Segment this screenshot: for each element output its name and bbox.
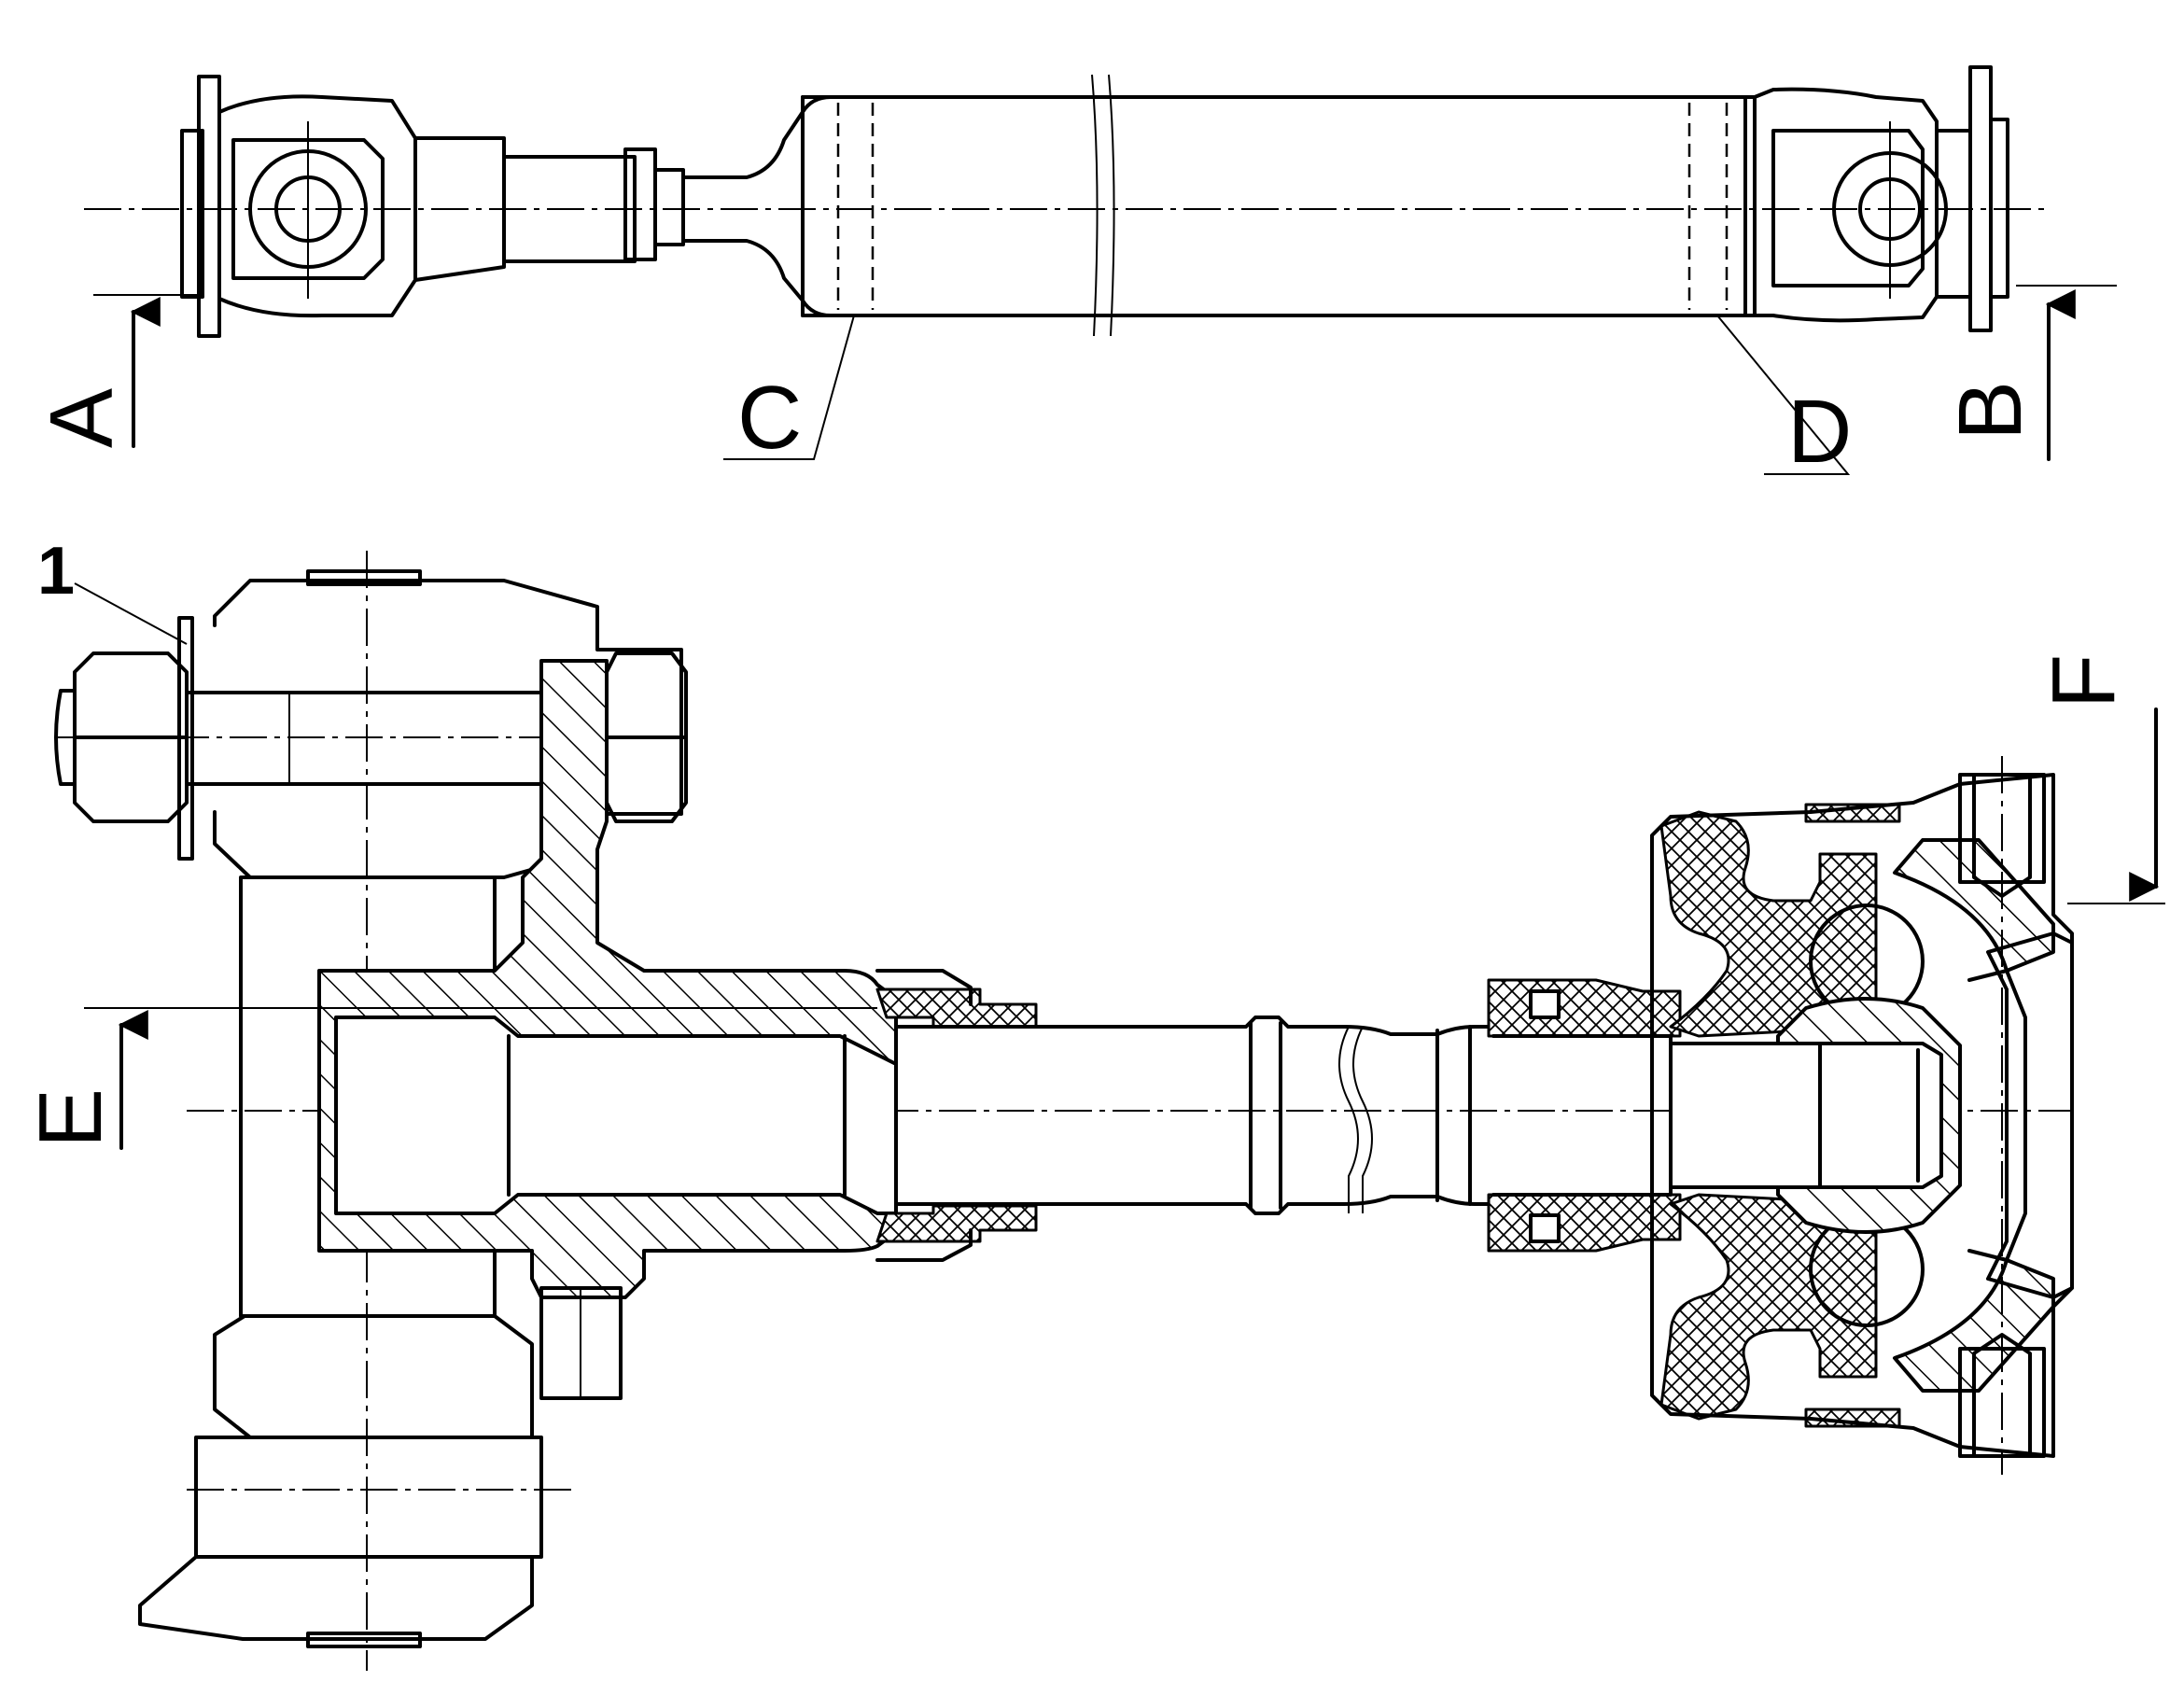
driveshaft-side-view [84, 65, 2117, 475]
callout-1: 1 [37, 534, 75, 609]
driveshaft-section-view [54, 551, 2165, 1671]
label-f: F [2034, 654, 2134, 709]
label-e: E [21, 1088, 120, 1148]
label-b: B [1940, 381, 2040, 441]
label-c: C [737, 368, 802, 468]
label-d: D [1787, 382, 1852, 482]
label-a: A [32, 388, 132, 448]
